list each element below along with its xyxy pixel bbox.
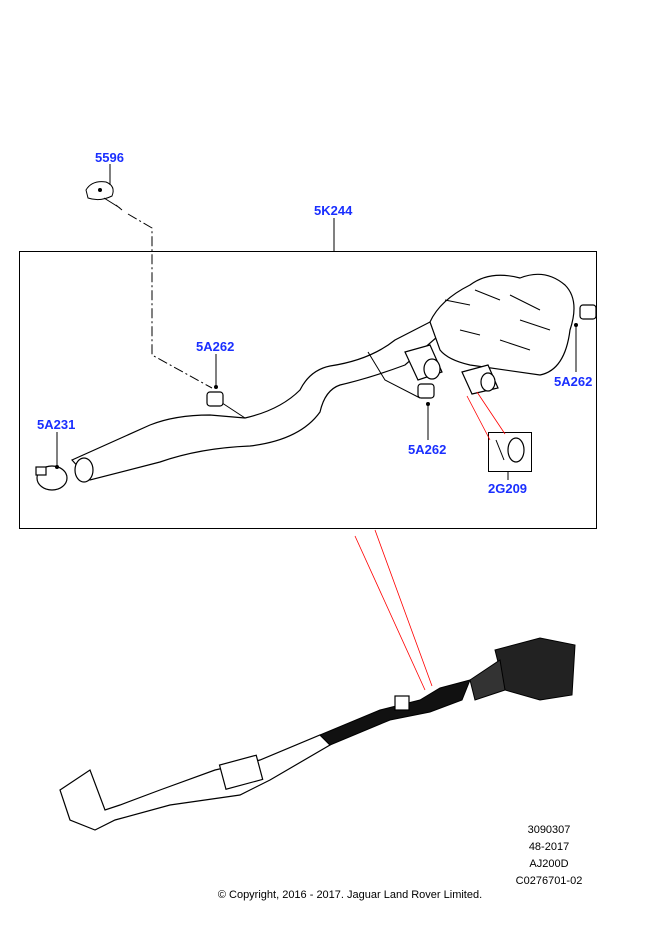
assembly-frame xyxy=(19,251,597,529)
callout-2g209[interactable]: 2G209 xyxy=(488,481,527,496)
red-leader xyxy=(354,529,433,691)
engine-code: AJ200D xyxy=(529,858,569,870)
red-leader xyxy=(466,391,506,441)
copyright-notice: © Copyright, 2016 - 2017. Jaguar Land Ro… xyxy=(217,889,483,901)
callout-5a231[interactable]: 5A231 xyxy=(37,417,75,432)
heat-shield-part[interactable] xyxy=(85,181,123,211)
dash-dot-leader xyxy=(127,213,213,389)
vehicle-exhaust-overview xyxy=(59,637,576,831)
callout-5a262-front[interactable]: 5A262 xyxy=(196,339,234,354)
callout-5a262-rear[interactable]: 5A262 xyxy=(554,374,592,389)
bolt-kit-part[interactable] xyxy=(488,432,532,472)
callout-5a262-mid[interactable]: 5A262 xyxy=(408,442,446,457)
callout-5k244[interactable]: 5K244 xyxy=(314,203,353,218)
tailpipe-left xyxy=(404,344,443,381)
insulator-front[interactable] xyxy=(206,385,224,407)
clamp-part[interactable] xyxy=(35,465,68,491)
insulator-rear[interactable] xyxy=(574,304,597,327)
callout-5596[interactable]: 5596 xyxy=(95,150,124,165)
pipe-inlet xyxy=(74,457,94,483)
date-code: 48-2017 xyxy=(528,841,570,853)
insulator-mid[interactable] xyxy=(417,383,435,406)
illustration-number: 3090307 xyxy=(527,824,571,836)
drawing-code: C0276701-02 xyxy=(515,875,583,887)
tailpipe-right xyxy=(461,364,499,395)
rear-muffler[interactable] xyxy=(429,273,575,376)
exhaust-pipe[interactable] xyxy=(71,321,447,481)
